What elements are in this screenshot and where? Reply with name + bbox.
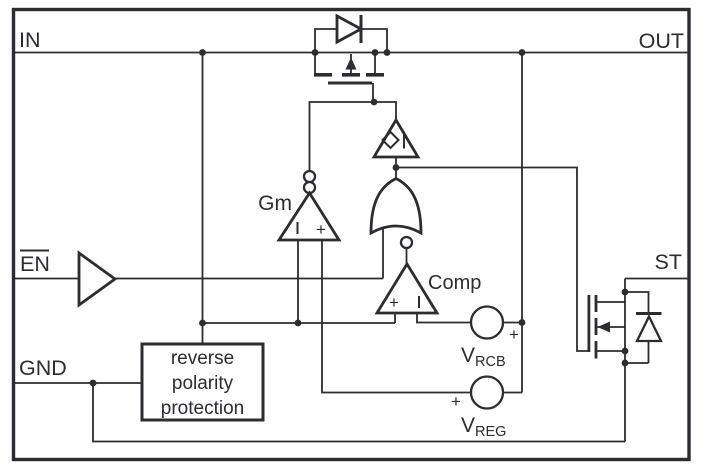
rpp-outline	[140, 342, 265, 422]
vrcb-sub: RCB	[475, 354, 506, 370]
st-body-arrow	[597, 321, 610, 333]
gm-label: Gm	[258, 192, 292, 215]
rpp-line1: reverse	[171, 348, 234, 369]
comparator: +	[374, 261, 440, 315]
wire-st-bus	[624, 277, 689, 442]
vreg-v: V	[461, 414, 475, 437]
vrcb-v: V	[461, 344, 475, 367]
rpp-line3: protection	[161, 398, 244, 419]
wire-ground-return	[92, 383, 625, 443]
diode-triangle	[335, 13, 364, 45]
en-buffer	[77, 250, 118, 308]
reverse-polarity-protection-box: reverse polarity protection	[140, 342, 265, 422]
pin-label-en: EN	[20, 252, 50, 276]
wire-or-to-st-gate	[396, 166, 588, 352]
comp-noninverting-mark: +	[389, 293, 399, 312]
gm-noninverting-mark: +	[316, 220, 326, 239]
pass-mosfet	[314, 57, 384, 85]
fet-body-arrow	[345, 57, 357, 70]
vrcb-plus: +	[509, 325, 519, 344]
vreg-sub: REG	[475, 424, 506, 440]
vreg-source: + VREG	[451, 375, 506, 440]
comp-triangle	[374, 261, 440, 315]
fet-body-contact	[342, 73, 360, 77]
wire-pass-fet-leads	[314, 52, 376, 74]
rpp-line2: polarity	[172, 373, 234, 394]
wires	[13, 28, 689, 443]
st-body-diode	[635, 312, 663, 343]
wire-st-diode-leads	[625, 291, 650, 364]
gate-driver	[371, 117, 421, 159]
comp-label: Comp	[428, 272, 481, 294]
driver-diamond-icon	[381, 130, 400, 150]
vrcb-source: + VRCB	[461, 305, 519, 370]
gm-amplifier: +	[276, 169, 342, 242]
st-gate-bar	[587, 295, 591, 352]
st-channel-mid	[594, 318, 598, 335]
or-input-bubble	[399, 235, 414, 250]
st-diode-triangle	[635, 313, 663, 343]
pass-diode	[335, 13, 364, 45]
wire-comp-minus-to-vrcb	[416, 313, 471, 324]
or-gate	[369, 176, 423, 250]
junction-dots	[89, 49, 629, 387]
diagram-frame	[11, 7, 691, 462]
vreg-label: VREG	[461, 414, 506, 440]
vrcb-label: VRCB	[461, 344, 506, 370]
wire-en	[13, 229, 384, 280]
st-channel-top	[594, 295, 598, 312]
fet-gate-bar	[328, 81, 372, 85]
gm-triangle	[276, 190, 342, 242]
or-gate-body	[369, 176, 423, 236]
wire-pass-diode-leads	[314, 28, 388, 53]
vrcb-circle	[469, 305, 505, 340]
pin-label-out: OUT	[639, 29, 684, 53]
pin-label-gnd: GND	[19, 356, 67, 380]
pin-label-st: ST	[655, 250, 682, 274]
st-mosfet	[587, 295, 610, 359]
vreg-circle	[469, 375, 505, 410]
fet-source-contact	[314, 73, 332, 77]
fet-drain-contact	[366, 73, 384, 77]
pin-label-in: IN	[19, 28, 41, 52]
wire-gm-plus-to-vreg	[321, 240, 471, 394]
pin-label-en-group: EN	[20, 249, 50, 276]
vreg-plus: +	[451, 392, 461, 411]
st-channel-bottom	[594, 341, 598, 359]
gm-output-bubble-1	[302, 169, 317, 184]
